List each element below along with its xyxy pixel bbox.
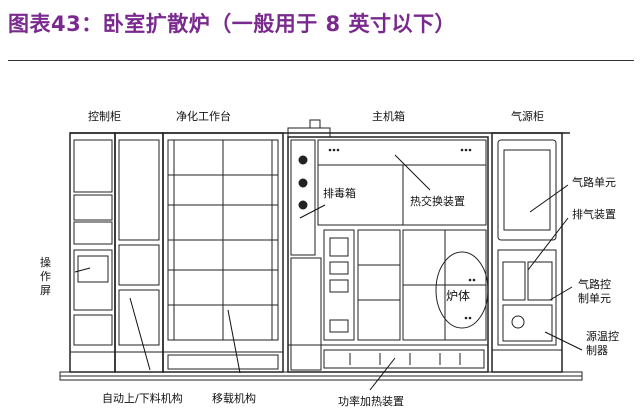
- operation-screen-shape: [73, 249, 113, 311]
- gas-unit-shape: [497, 139, 557, 241]
- label-transfer-mechanism: 移载机构: [212, 392, 256, 405]
- furnace-body-shape: [435, 251, 489, 329]
- leader-power-heating: [369, 357, 396, 391]
- leader-gas-unit: [529, 184, 569, 213]
- label-auto-loader: 自动上/下料机构: [102, 392, 183, 405]
- leader-auto-loader: [129, 297, 151, 371]
- power-heating-shape: [323, 349, 485, 369]
- label-clean-workbench: 净化工作台: [176, 110, 231, 123]
- label-exhaust-device: 排气装置: [572, 208, 616, 221]
- title-divider: [8, 60, 634, 61]
- clean-workbench-shape: [162, 132, 284, 373]
- label-heat-exchanger: 热交换装置: [410, 195, 465, 208]
- leader-heat-exchanger: [394, 154, 431, 191]
- label-control-cabinet: 控制柜: [88, 110, 121, 123]
- leader-exhaust-box: [299, 204, 326, 219]
- leader-operation-screen: [74, 267, 91, 273]
- main-chassis-shape: [287, 119, 489, 373]
- label-main-chassis: 主机箱: [372, 110, 405, 123]
- leader-exhaust-device: [527, 217, 569, 271]
- leader-gas-control: [549, 286, 573, 301]
- label-gas-control-unit: 气路控制单元: [578, 278, 611, 305]
- label-furnace-body: 炉体: [446, 289, 471, 303]
- figure-title: 图表43：卧室扩散炉（一般用于 8 英寸以下）: [8, 12, 456, 36]
- label-gas-cabinet: 气源柜: [511, 110, 544, 123]
- label-power-heating: 功率加热装置: [338, 395, 404, 408]
- label-source-temp-controller: 源温控制器: [586, 330, 619, 357]
- leader-transfer: [227, 309, 241, 374]
- label-exhaust-box: 排毒箱: [323, 187, 356, 200]
- control-cabinet-shape: [69, 132, 116, 373]
- heat-exchanger-shape: [402, 164, 487, 226]
- label-operation-screen: 操作屏: [40, 256, 51, 297]
- auto-loader-shape: [114, 132, 164, 373]
- gas-cabinet-shape: [491, 132, 563, 373]
- label-gas-unit: 气路单元: [572, 176, 616, 189]
- leader-source-temp: [544, 331, 583, 351]
